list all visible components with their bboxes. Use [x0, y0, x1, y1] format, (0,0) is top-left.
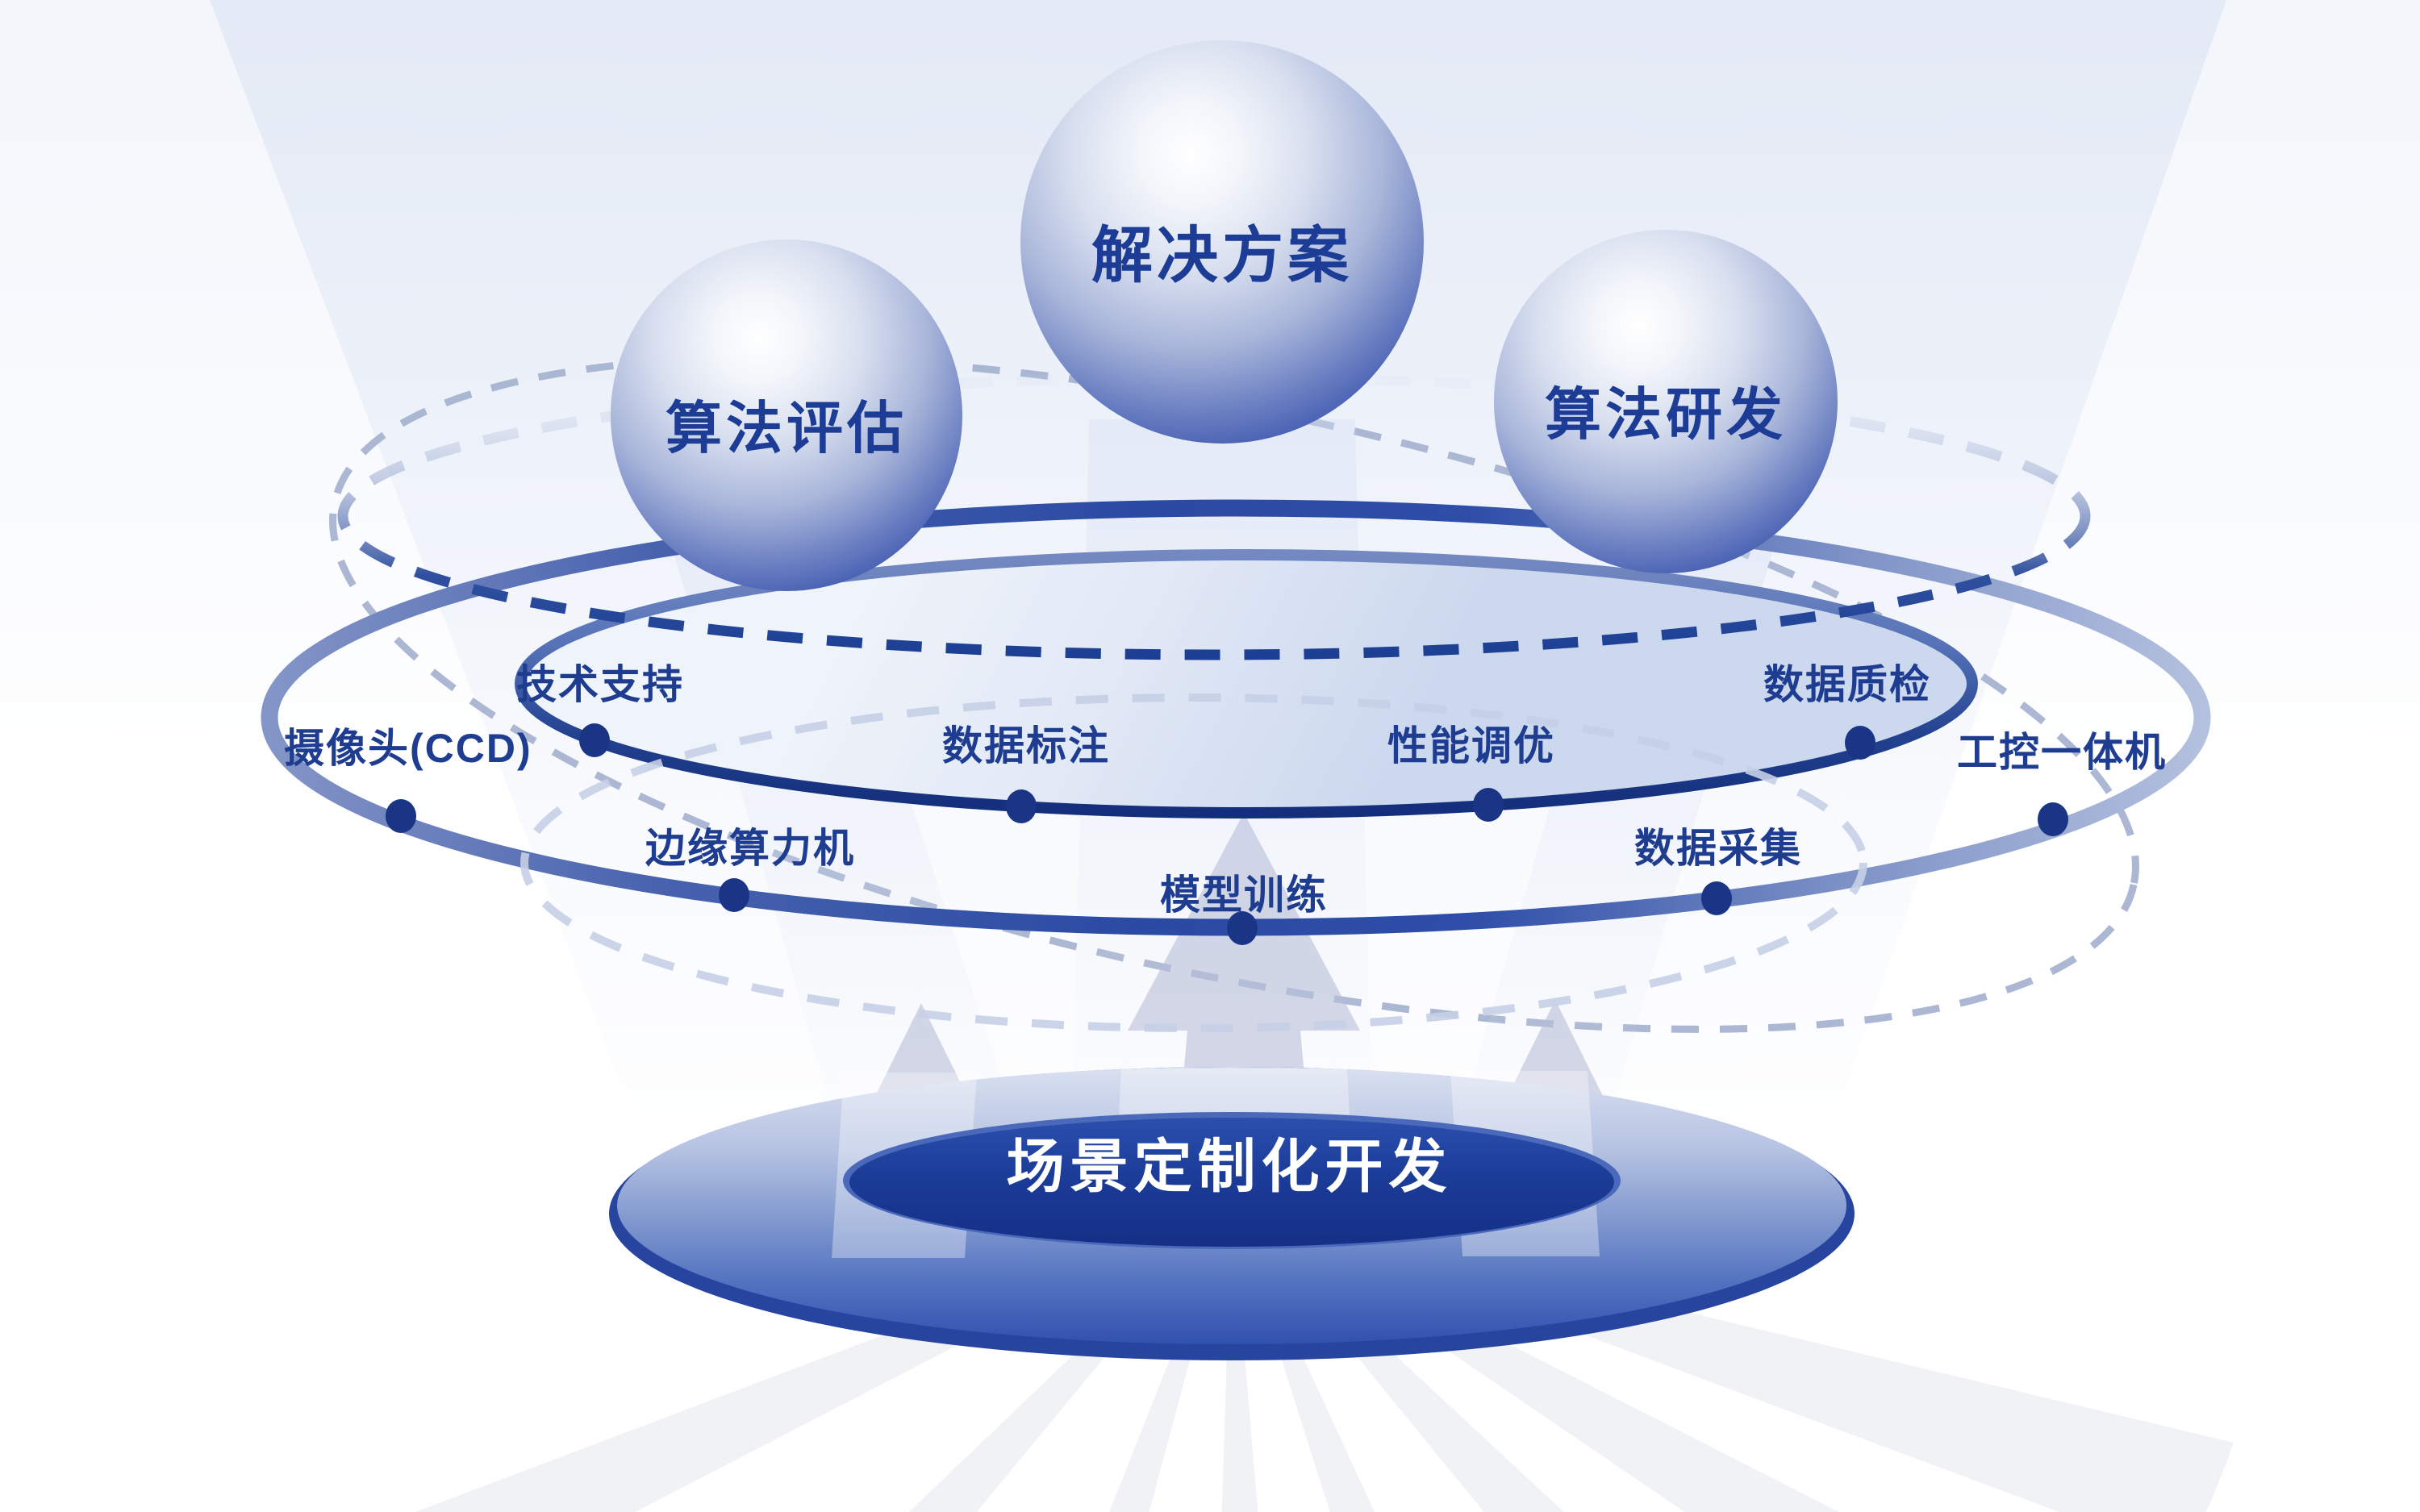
orbit-label-data-annotation: 数据标注	[942, 723, 1110, 768]
sphere-solution-label: 解决方案	[1091, 222, 1353, 290]
dot-camera-ccd	[386, 799, 416, 833]
orbit-label-tech-support: 技术支持	[516, 662, 684, 707]
sphere-algorithm-rd: 算法研发	[1494, 230, 1838, 573]
orbit-label-performance-tuning: 性能调优	[1387, 723, 1555, 768]
sphere-algorithm-evaluation: 算法评估	[611, 240, 962, 591]
orbit-dots	[386, 723, 2068, 945]
base-inner-ellipse	[849, 1118, 1614, 1247]
base-disk-label: 场景定制化开发	[1006, 1135, 1453, 1200]
dot-industrial-pc	[2038, 802, 2068, 836]
dot-data-collection	[1701, 881, 1732, 915]
inner-dashed-orbit	[520, 694, 1867, 1032]
inner-orbit-face	[520, 555, 1972, 813]
dot-performance-tuning	[1473, 788, 1504, 822]
orbit-label-data-collection: 数据采集	[1634, 826, 1802, 871]
sphere-algorithm-rd-label: 算法研发	[1545, 382, 1787, 446]
sphere-algorithm-evaluation-label: 算法评估	[666, 396, 908, 460]
orbit-label-edge-compute: 边缘算力机	[645, 826, 855, 871]
dot-data-qc	[1845, 726, 1876, 760]
orbit-label-data-qc: 数据质检	[1763, 662, 1931, 707]
orbit-label-industrial-pc: 工控一体机	[1957, 730, 2167, 775]
inner-orbit-rim	[515, 549, 1978, 818]
sphere-solution: 解决方案	[1020, 40, 1424, 444]
orbit-label-camera-ccd: 摄像头(CCD)	[284, 726, 532, 771]
dot-model-training	[1227, 911, 1258, 945]
dot-tech-support	[579, 723, 610, 757]
orbit-label-model-training: 模型训练	[1160, 873, 1328, 918]
dot-edge-compute	[719, 878, 749, 912]
dot-data-annotation	[1006, 789, 1037, 823]
